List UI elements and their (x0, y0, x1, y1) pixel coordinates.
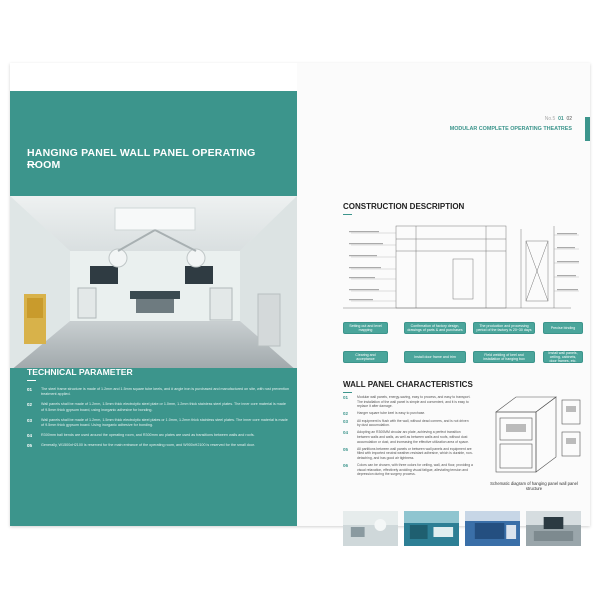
wall-characteristic-item: 06 Colors can be chosen, with three color… (343, 463, 473, 477)
technical-item: 03 Wall panels shall be made of 1.2mm, 1.… (27, 418, 289, 428)
wall-characteristic-item: 02 Hanger square tube keel is easy to pur… (343, 411, 473, 416)
technical-number: 02 (27, 402, 33, 408)
process-step: Field welding of keel and installation o… (473, 351, 535, 363)
technical-list: 01 The steel frame structure is made of 1… (27, 387, 289, 454)
section-header: MODULAR COMPLETE OPERATING THEATRES (449, 126, 572, 132)
process-step: Clearing and acceptance (343, 351, 388, 363)
technical-text: The steel frame structure is made of 1.2… (41, 387, 290, 397)
wall-characteristic-text: Hanger square tube keel is easy to purch… (357, 411, 426, 416)
technical-text: Wall panels shall be made of 1.2mm, 1.5m… (41, 417, 288, 428)
wall-characteristic-item: 04 Adopting an R300MM circular arc plate,… (343, 430, 473, 444)
technical-item: 02 Wall panels shall be made of 1.2mm, 1.… (27, 402, 289, 412)
wall-characteristic-item: 01 Modular wall panels, energy-saving, ea… (343, 395, 473, 409)
wall-divider (343, 392, 352, 393)
technical-text: Wall panels shall be made of 1.2mm, 1.5m… (41, 402, 286, 412)
thumbnail-3 (465, 511, 520, 546)
process-step: Setting out and level mapping (343, 322, 388, 334)
process-step: The production and processing period of … (473, 322, 535, 334)
technical-item: 01 The steel frame structure is made of 1… (27, 387, 289, 397)
wall-characteristic-text: Colors can be chosen, with three colors … (357, 463, 473, 477)
technical-number: 03 (27, 417, 33, 423)
technical-band (10, 368, 297, 526)
schematic-caption: Schematic diagram of hanging panel wall … (490, 481, 578, 491)
process-step: Install door frame and trim (404, 351, 466, 363)
technical-item: 04 R300mm ball bends are used around the … (27, 433, 289, 438)
thumbnail-4 (526, 511, 581, 546)
wall-characteristic-number: 06 (343, 463, 349, 469)
wall-characteristic-item: 03 All equipment is flush with the wall, … (343, 419, 473, 428)
technical-number: 01 (27, 387, 33, 392)
technical-title: TECHNICAL PARAMETER (27, 367, 133, 377)
page-tab (585, 117, 590, 141)
wall-characteristic-text: All equipment is flush with the wall, wi… (357, 418, 469, 428)
right-page: No.5 01 02 MODULAR COMPLETE OPERATING TH… (297, 63, 590, 546)
technical-text: Generally, W1500xH2100 is reserved for t… (41, 443, 255, 448)
operating-room-photo (10, 196, 297, 376)
page-label: No.5 (544, 116, 556, 122)
technical-item: 05 Generally, W1500xH2100 is reserved for… (27, 443, 289, 448)
wall-characteristic-number: 02 (343, 411, 349, 417)
brochure-spread: HANGING PANEL WALL PANEL OPERATING ROOM (10, 63, 590, 546)
project-thumbnails (343, 511, 581, 546)
technical-divider (27, 380, 36, 381)
construction-drawing (341, 221, 582, 316)
construction-title: CONSTRUCTION DESCRIPTION (343, 202, 465, 211)
thumbnail-2 (404, 511, 459, 546)
wall-characteristic-number: 05 (343, 446, 349, 452)
page-other: 02 (566, 116, 572, 122)
left-page: HANGING PANEL WALL PANEL OPERATING ROOM (10, 63, 297, 526)
title-divider (27, 164, 36, 165)
construction-divider (343, 214, 352, 215)
thumbnail-1 (343, 511, 398, 546)
process-step: Install wall panels, ceiling, cabinets, … (543, 351, 583, 363)
structure-schematic (486, 392, 582, 477)
wall-characteristics-list: 01 Modular wall panels, energy-saving, ea… (343, 395, 473, 479)
wall-characteristic-number: 03 (343, 418, 349, 424)
process-step: Precise binding (543, 322, 583, 334)
page-number: No.5 01 02 (545, 116, 572, 122)
wall-characteristic-item: 05 All partitions between wall panels or … (343, 447, 473, 461)
wall-characteristic-text: All partitions between wall panels or be… (357, 446, 473, 460)
wall-title: WALL PANEL CHARACTERISTICS (343, 380, 473, 389)
wall-characteristic-number: 01 (343, 395, 349, 400)
technical-number: 04 (27, 433, 33, 439)
wall-characteristic-number: 04 (343, 430, 349, 436)
wall-characteristic-text: Adopting an R300MM circular arc plate, a… (357, 430, 469, 444)
page-title: HANGING PANEL WALL PANEL OPERATING ROOM (27, 147, 256, 171)
technical-number: 05 (27, 443, 33, 449)
wall-characteristic-text: Modular wall panels, energy-saving, easy… (357, 395, 471, 409)
process-step: Confirmation of factory design, drawings… (404, 322, 466, 334)
technical-text: R300mm ball bends are used around the op… (41, 433, 255, 438)
page-current: 01 (558, 116, 564, 122)
